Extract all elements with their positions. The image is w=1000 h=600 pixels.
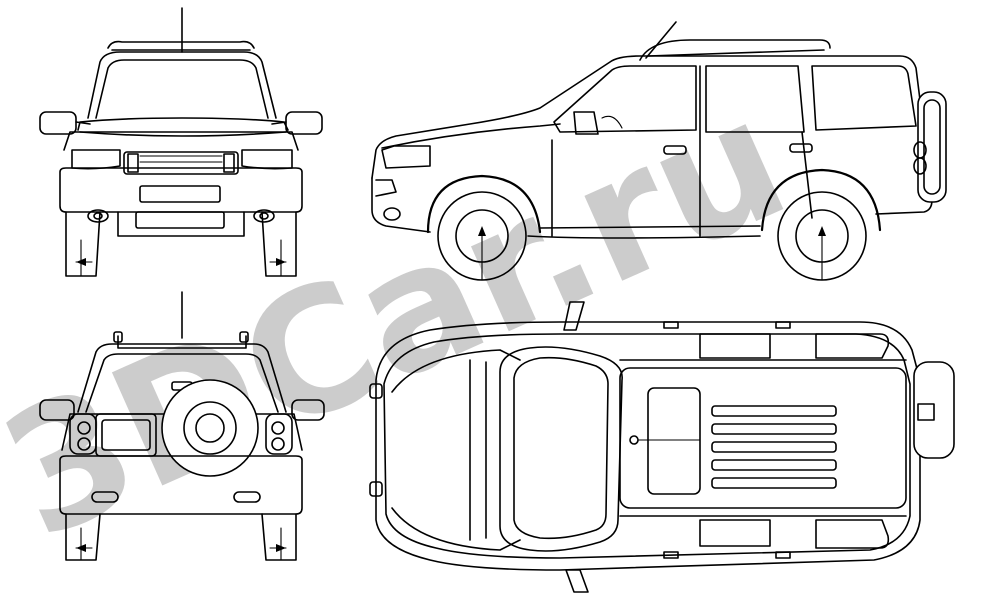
top-view	[369, 301, 955, 593]
front-view	[39, 7, 323, 277]
watermark: 3DCar.ru	[0, 60, 813, 578]
side-view	[371, 21, 947, 281]
rear-view	[39, 291, 325, 561]
watermark-text: 3DCar.ru	[0, 60, 813, 578]
